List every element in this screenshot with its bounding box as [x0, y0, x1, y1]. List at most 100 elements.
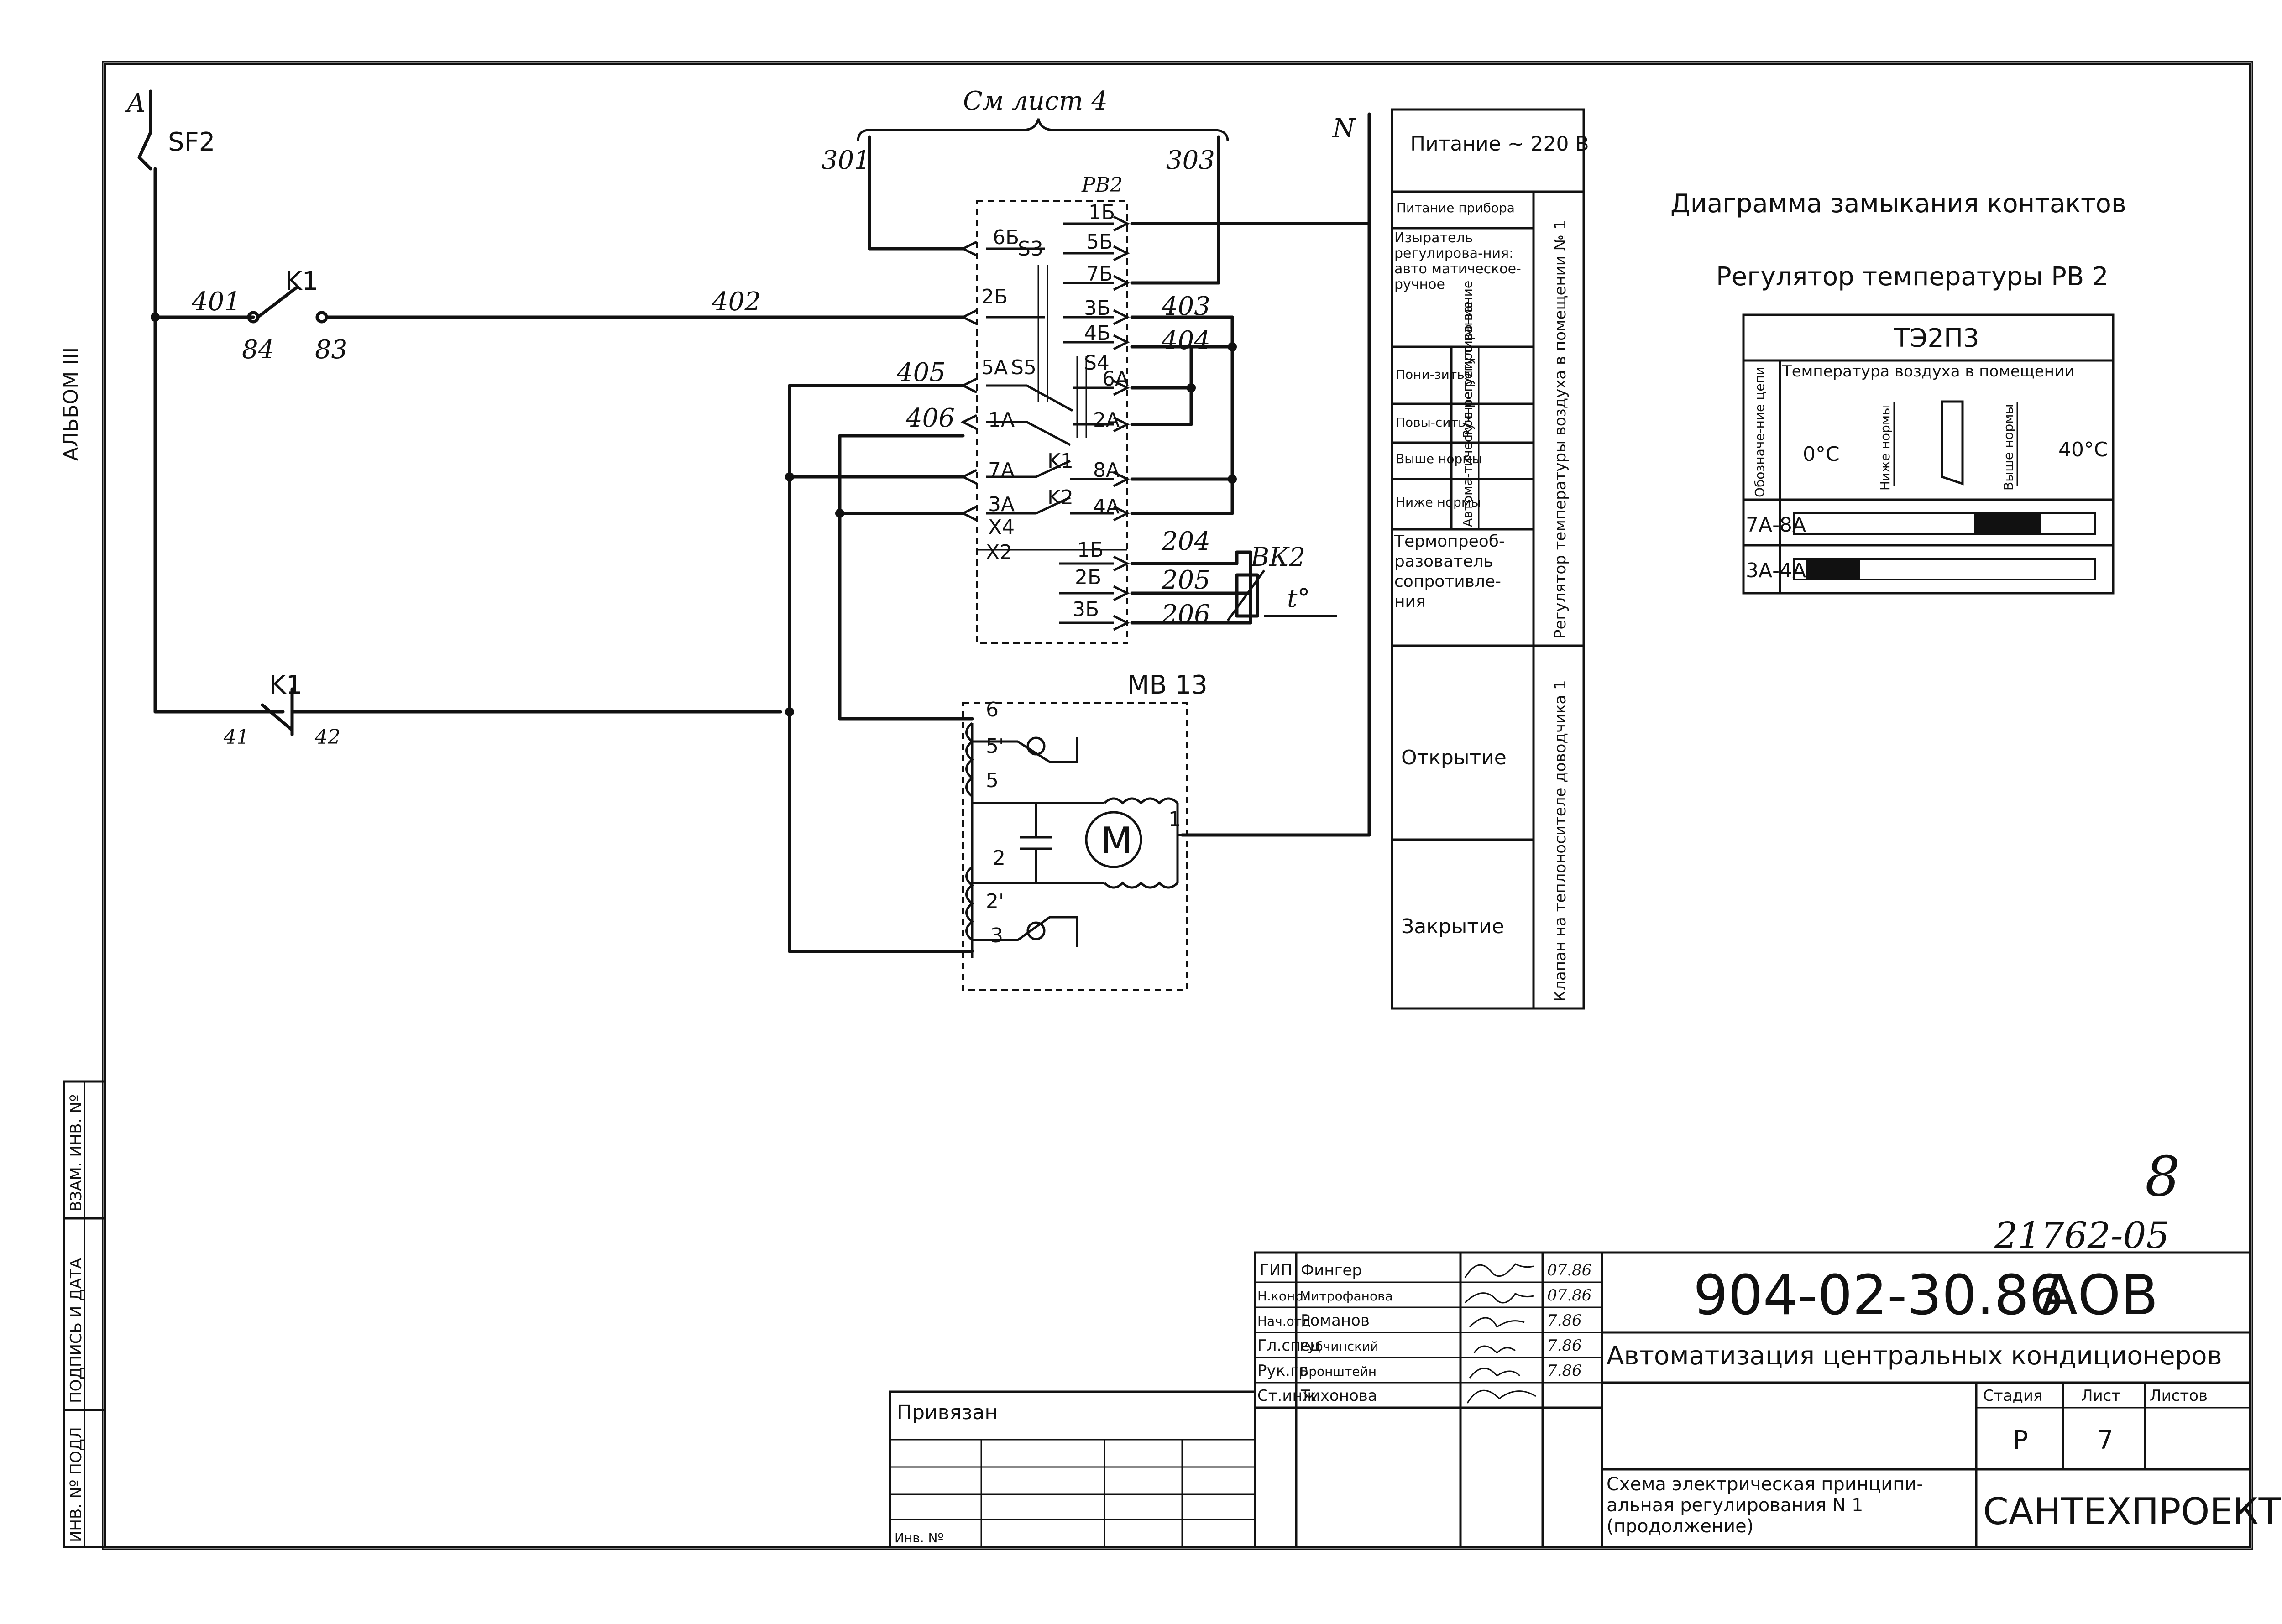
label-x2: Х2	[986, 541, 1012, 564]
pin-1a: 1А	[988, 408, 1015, 432]
strip-label-inv: ИНВ. Nº ПОДЛ	[67, 1427, 85, 1542]
sig-date-2: 7.86	[1547, 1311, 1582, 1330]
act-pin-3: 3	[990, 924, 1003, 947]
legend-group-regulator: Регулятор температуры воздуха в помещени…	[1551, 220, 1570, 639]
wire-41: 41	[223, 726, 249, 749]
act-pin-5: 5	[986, 769, 999, 792]
sig-role-5: Ст.инж	[1257, 1387, 1316, 1405]
legend-sub-manual: Ручное регулиро вание	[1460, 281, 1475, 438]
wire-205: 205	[1161, 565, 1210, 595]
wire-42: 42	[314, 726, 340, 749]
legend-table: Питание ~ 220 В Питание прибора Изырател…	[1391, 108, 1589, 1010]
legend-group-valve: Клапан на теплоносителе доводчика 1	[1551, 680, 1570, 1002]
document-suffix: АОВ	[2040, 1264, 2158, 1327]
album-label: АЛЬБОМ III	[59, 347, 83, 461]
sheet-number: 8	[2145, 1145, 2180, 1209]
neutral-label: N	[1332, 114, 1356, 143]
sig-name-5: Тихонова	[1300, 1387, 1377, 1405]
k1-label-top: K1	[285, 266, 318, 296]
left-stamp-strip: ИНВ. Nº ПОДЛ ПОДПИСЬ И ДАТА ВЗАМ. ИНВ. N…	[63, 1080, 106, 1548]
schematic: A SF2 K1 401 84 83 402 K1 41 42 См лист …	[125, 86, 1371, 991]
sensor-label: ВК2	[1250, 543, 1305, 572]
contact-bar-closed-2	[1806, 559, 1860, 580]
document-code: 904-02-30.86	[1693, 1264, 2064, 1327]
legend-header: Питание ~ 220 В	[1410, 132, 1589, 156]
wire-401: 401	[191, 287, 241, 317]
sig-role-0: ГИП	[1260, 1261, 1293, 1279]
scale-0c: 0°С	[1803, 443, 1840, 466]
sensor-symbol: t°	[1287, 584, 1310, 613]
scale-above: Выше нормы	[2001, 404, 2016, 491]
actuator-label: МВ 13	[1127, 670, 1208, 700]
sig-role-2: Нач.отд	[1257, 1314, 1310, 1329]
contact-bar-outline-1	[1793, 512, 2096, 535]
act-pin-6: 6	[986, 698, 999, 721]
act-pin-2p: 2'	[986, 890, 1004, 913]
wire-406: 406	[905, 403, 955, 433]
pin-6b: 6Б	[993, 226, 1019, 249]
wire-404: 404	[1161, 326, 1210, 355]
project-title: Автоматизация центральных кондиционеров	[1607, 1341, 2222, 1371]
wire-206: 206	[1161, 600, 1210, 629]
phase-label: A	[125, 89, 145, 118]
rv2-label: РВ2	[1081, 173, 1123, 197]
motor-symbol: M	[1101, 820, 1132, 862]
legend-row-close: Закрытие	[1401, 915, 1504, 938]
scale-below: Ниже нормы	[1878, 405, 1893, 491]
contact-bar-outline-2	[1793, 558, 2096, 580]
legend-row-above: Выше нормы	[1396, 451, 1482, 466]
contact-table-title: ТЭ2П3	[1894, 324, 1979, 353]
scale-40c: 40°С	[2058, 438, 2108, 461]
act-pin-5p: 5'	[986, 735, 1004, 758]
act-pin-1: 1	[1168, 808, 1181, 831]
archive-number: 21762-05	[1994, 1214, 2169, 1257]
binding-block: Привязан Инв. Nº	[889, 1390, 1256, 1548]
sig-role-3: Гл.спец	[1257, 1337, 1320, 1355]
legend-row-open: Открытие	[1401, 746, 1507, 769]
breaker-label: SF2	[168, 127, 215, 157]
title-block: ГИП Фингер 07.86 Н.конр. Митрофанова 07.…	[1254, 1251, 2282, 1548]
legend-row-below: Ниже нормы	[1396, 495, 1481, 510]
switch-s4: S4	[1084, 351, 1110, 375]
strip-label-vzam: ВЗАМ. ИНВ. Nº	[67, 1094, 85, 1211]
pin-2a: 2А	[1093, 408, 1120, 432]
stage-label: Стадия	[1983, 1387, 2042, 1405]
act-pin-2: 2	[993, 846, 1005, 870]
x1-pin-3b: 3Б	[1073, 598, 1099, 621]
x1-pin-1b: 1Б	[1077, 538, 1104, 562]
contact-row-2-label: 3А-4А	[1746, 559, 1806, 582]
organization: САНТЕХПРОЕКТ	[1983, 1490, 2282, 1533]
sig-date-4: 7.86	[1547, 1362, 1582, 1380]
sheets-label: Листов	[2150, 1387, 2208, 1405]
legend-row-raise: Повы-сить	[1396, 415, 1466, 430]
contact-bars	[1793, 512, 2096, 580]
strip-label-sign: ПОДПИСЬ И ДАТА	[67, 1258, 85, 1403]
terminal-83: 83	[315, 335, 347, 365]
contact-row-1-label: 7А-8А	[1746, 513, 1806, 537]
contact-diagram-title: Диаграмма замыкания контактов	[1670, 189, 2126, 219]
sig-role-4: Рук.гр	[1257, 1362, 1308, 1380]
wire-303: 303	[1166, 146, 1215, 175]
drawing-title: Схема электрическая принципи-альная регу…	[1607, 1474, 1923, 1537]
legend-row-sensor: Термопреоб-разователь сопротивле-ния	[1394, 532, 1505, 611]
pin-5b: 5Б	[1086, 230, 1113, 254]
sheet-value: 7	[2097, 1426, 2114, 1455]
contact-col-designation: Обозначе-ние цепи	[1752, 367, 1767, 497]
wire-204: 204	[1161, 527, 1210, 556]
pin-x4: Х4	[988, 516, 1015, 539]
sig-date-0: 07.86	[1547, 1261, 1591, 1279]
pin-7a: 7А	[988, 459, 1015, 482]
legend-row-mode: Изыратель регулирова-ния: авто матическо…	[1394, 230, 1521, 292]
pin-4a: 4А	[1093, 495, 1120, 518]
see-sheet-label: См лист 4	[963, 86, 1108, 116]
stage-value: Р	[2013, 1426, 2028, 1455]
sig-role-1: Н.конр.	[1257, 1289, 1307, 1304]
sig-name-2: Романов	[1301, 1311, 1370, 1330]
contact-diagram: Диаграмма замыкания контактов Регулятор …	[1670, 189, 2126, 595]
bound-label: Привязан	[897, 1401, 998, 1424]
wire-402: 402	[712, 287, 761, 317]
sig-name-3: Рубчинский	[1300, 1339, 1378, 1354]
contact-header: Температура воздуха в помещении	[1782, 363, 2075, 381]
